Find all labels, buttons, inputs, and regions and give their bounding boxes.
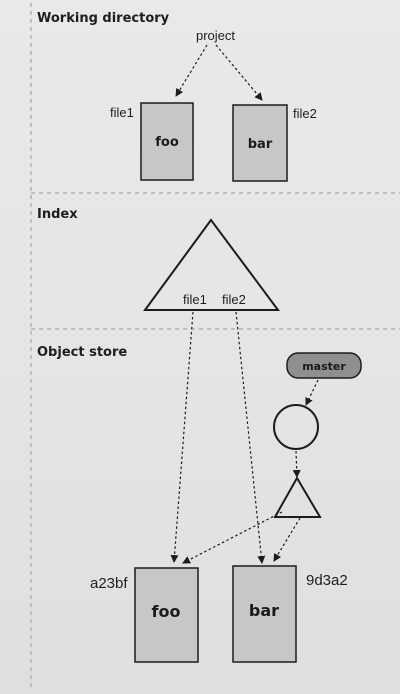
file1-label: file1 <box>110 105 134 120</box>
commit-circle <box>273 404 319 450</box>
tree-to-bar-blob-arrow <box>273 517 301 562</box>
project-to-file2-arrow <box>215 44 263 101</box>
blob-bar-hash: 9d3a2 <box>306 572 348 589</box>
file2-box <box>232 104 288 182</box>
project-label: project <box>196 28 235 43</box>
section-frames <box>30 3 400 690</box>
index-file1-label: file1 <box>183 292 207 307</box>
project-to-file1-arrow <box>175 44 208 97</box>
file2-label: file2 <box>293 106 317 121</box>
blob-foo-hash: a23bf <box>90 575 128 592</box>
index-file2-label: file2 <box>222 292 246 307</box>
blob-bar-box <box>232 565 297 663</box>
file1-box <box>140 102 194 181</box>
index-title: Index <box>37 207 78 222</box>
master-to-commit-arrow <box>305 379 319 406</box>
blob-foo-content: foo <box>152 602 181 621</box>
index-file1-to-blob-arrow <box>170 311 194 563</box>
object-store-title: Object store <box>37 345 127 360</box>
commit-to-tree-arrow <box>292 450 301 478</box>
blob-bar-content: bar <box>249 601 279 620</box>
index-tree-triangle <box>143 218 280 311</box>
file2-content: bar <box>248 137 273 152</box>
index-file2-to-blob-arrow <box>235 311 266 564</box>
master-ref-label: master <box>302 360 346 373</box>
tree-to-foo-blob-arrow <box>182 511 283 564</box>
blob-foo-box <box>134 567 199 663</box>
file1-content: foo <box>155 135 179 150</box>
master-ref-box <box>286 352 362 379</box>
working-directory-title: Working directory <box>37 11 170 26</box>
tree-triangle <box>273 475 322 518</box>
